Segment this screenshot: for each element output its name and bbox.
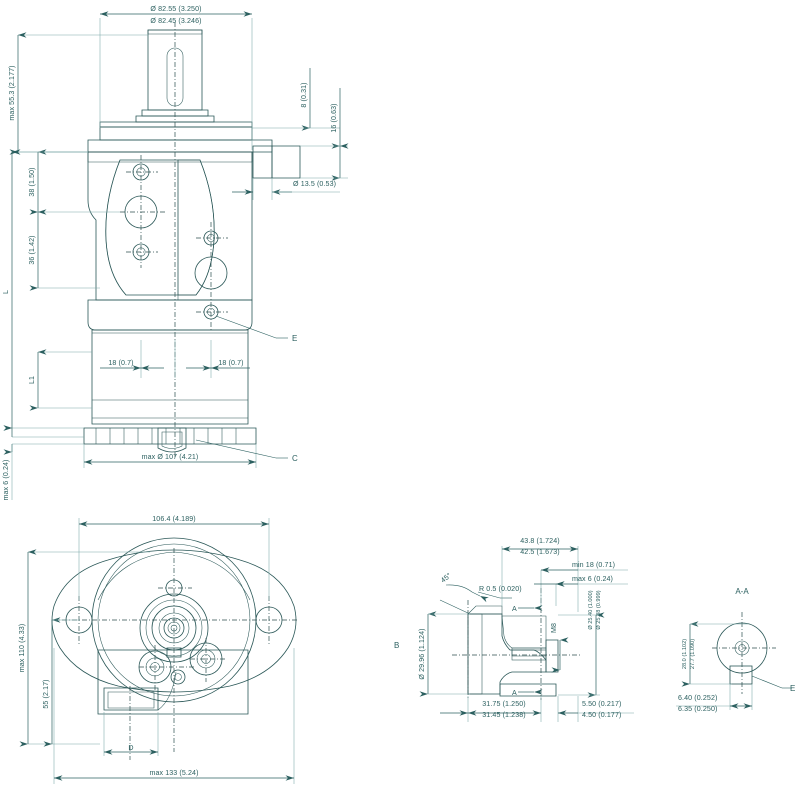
dim-section-a-bottom: A [512, 689, 517, 697]
dim-thread-m8: M8 [550, 623, 558, 633]
dim-radius: R 0.5 (0.020) [479, 585, 522, 593]
dim-shaft-dia-lower: Ø 82.45 (3.246) [150, 17, 201, 25]
dim-280: 28.0 (1.102) [682, 639, 688, 669]
dim-length-l: L [2, 290, 10, 294]
dim-8: 8 (0.31) [300, 82, 308, 107]
dim-max-110: max 110 (4.33) [18, 624, 26, 673]
dim-bolt-left: 18 (0.7) [108, 359, 133, 367]
dim-width-106: 106.4 (4.189) [152, 515, 196, 523]
front-view-dimension-lines [3, 11, 349, 500]
detail-b-dimension-text: 43.8 (1.724) 42.5 (1.673) min 18 (0.71) … [418, 537, 621, 719]
dim-16: 16 (0.63) [330, 103, 338, 132]
dim-min-18: min 18 (0.71) [572, 561, 615, 569]
detail-b-label: B [394, 641, 399, 650]
dim-shaft-dia-upper: Ø 82.55 (3.250) [150, 5, 201, 13]
dim-max-6-b: max 6 (0.24) [572, 575, 613, 583]
detail-b-dimension-lines [419, 546, 634, 722]
dim-chamfer-45: 45° [439, 571, 453, 584]
dim-len-425: 42.5 (1.673) [520, 548, 559, 556]
section-aa-geometry: A-A [676, 587, 792, 710]
dim-dia-upper: Ø 25.40 (1.000) [588, 590, 594, 629]
dim-max-133: max 133 (5.24) [149, 769, 198, 777]
dim-max-height: max 55.3 (2.177) [8, 65, 16, 120]
dim-max-dia: max Ø 107 (4.21) [142, 453, 199, 461]
dim-len-3145: 31.45 (1.238) [482, 711, 526, 719]
dim-section-a-top: A [512, 605, 517, 613]
dim-len-450: 4.50 (0.177) [582, 711, 621, 719]
dim-h-38: 38 (1.50) [28, 167, 36, 196]
front-view-dimension-text: Ø 82.55 (3.250) Ø 82.45 (3.246) max 55.3… [2, 5, 338, 501]
dim-port-dia: Ø 13.5 (0.53) [293, 180, 336, 188]
front-elevation-geometry [83, 22, 301, 458]
dim-len-3175: 31.75 (1.250) [482, 700, 526, 708]
bottom-view-dimension-lines [19, 518, 295, 784]
bottom-view-dimension-text: 106.4 (4.189) max 110 (4.33) 55 (2.17) D… [18, 515, 198, 777]
dim-h-36: 36 (1.42) [28, 235, 36, 264]
dim-55: 55 (2.17) [42, 679, 50, 708]
dim-max-6: max 6 (0.24) [2, 459, 10, 500]
dim-length-l1: L1 [28, 376, 36, 384]
dim-shaft-dia-b: Ø 29.96 (1.124) [418, 628, 426, 679]
section-aa-leader-e: E [790, 684, 795, 693]
section-aa-label: A-A [735, 587, 749, 596]
dim-dia-lower: Ø 25.38 (0.999) [596, 590, 602, 629]
dim-len-550: 5.50 (0.217) [582, 700, 621, 708]
leader-label-c: C [292, 454, 298, 463]
dim-635: 6.35 (0.250) [678, 705, 717, 713]
dim-len-438: 43.8 (1.724) [520, 537, 559, 545]
section-aa-dimension-text: 28.0 (1.102) 27.7 (1.090) 6.40 (0.252) 6… [678, 639, 795, 713]
bottom-plan-geometry [51, 537, 298, 760]
dim-bolt-right: 18 (0.7) [218, 359, 243, 367]
leader-label-e: E [292, 334, 297, 343]
dim-640: 6.40 (0.252) [678, 694, 717, 702]
dim-label-d: D [128, 744, 133, 752]
dim-277: 27.7 (1.090) [690, 639, 696, 669]
